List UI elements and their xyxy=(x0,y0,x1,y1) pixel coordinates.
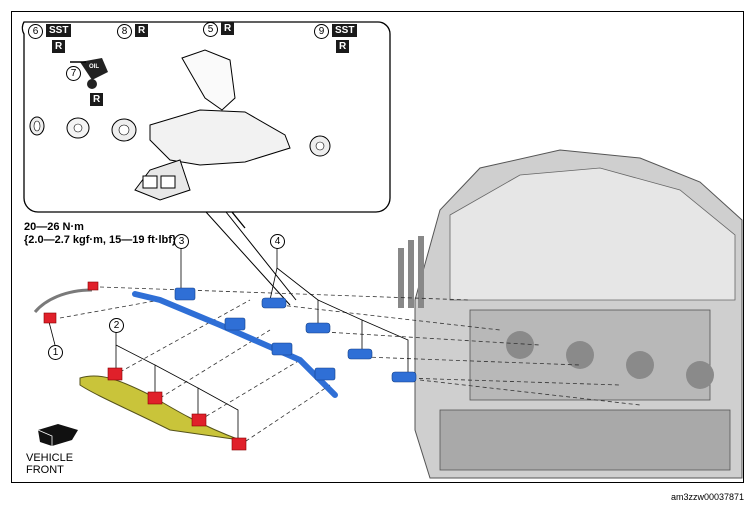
callout-1: 1 xyxy=(48,345,63,360)
fuel-injectors xyxy=(261,297,417,383)
callout-8: 8 xyxy=(117,24,132,39)
torque-spec-nm: 20—26 N·m xyxy=(24,221,84,233)
callout-7: 7 xyxy=(66,66,81,81)
detail-parts xyxy=(29,49,331,201)
sst-badge-6: SST xyxy=(46,24,72,37)
r-badge-9: R xyxy=(336,40,350,53)
injector-harness xyxy=(79,375,241,441)
harness-connector xyxy=(43,312,57,324)
callout-6: 6 xyxy=(28,24,43,39)
callout-3: 3 xyxy=(174,234,189,249)
harness-bracket-upper xyxy=(33,288,93,313)
diagram-frame xyxy=(11,11,744,483)
fuel-distributor xyxy=(132,291,338,398)
callout-5: 5 xyxy=(203,22,218,37)
bolt-head xyxy=(87,281,99,291)
r-badge-8: R xyxy=(135,24,149,37)
r-badge-6: R xyxy=(52,40,66,53)
vehicle-front-arrow xyxy=(38,424,78,446)
distributor-mounts xyxy=(174,287,336,381)
callout-leaders xyxy=(47,248,409,440)
oil-label: OIL xyxy=(89,64,99,70)
figure-id: am3zzw00037871 xyxy=(670,492,744,502)
callout-4: 4 xyxy=(270,234,285,249)
vehicle-label: VEHICLE xyxy=(26,452,74,464)
callout-9: 9 xyxy=(314,24,329,39)
engine-block xyxy=(398,149,743,479)
r-badge-7: R xyxy=(90,93,104,106)
r-badge-5: R xyxy=(221,22,235,35)
callout-2: 2 xyxy=(109,318,124,333)
harness-connectors xyxy=(107,367,247,451)
assembly-guide-lines xyxy=(59,286,641,446)
sst-badge-9: SST xyxy=(332,24,358,37)
torque-spec-imperial: {2.0—2.7 kgf·m, 15—19 ft·lbf} xyxy=(24,234,177,246)
front-label: FRONT xyxy=(26,464,64,476)
detail-leader-line xyxy=(205,211,291,306)
